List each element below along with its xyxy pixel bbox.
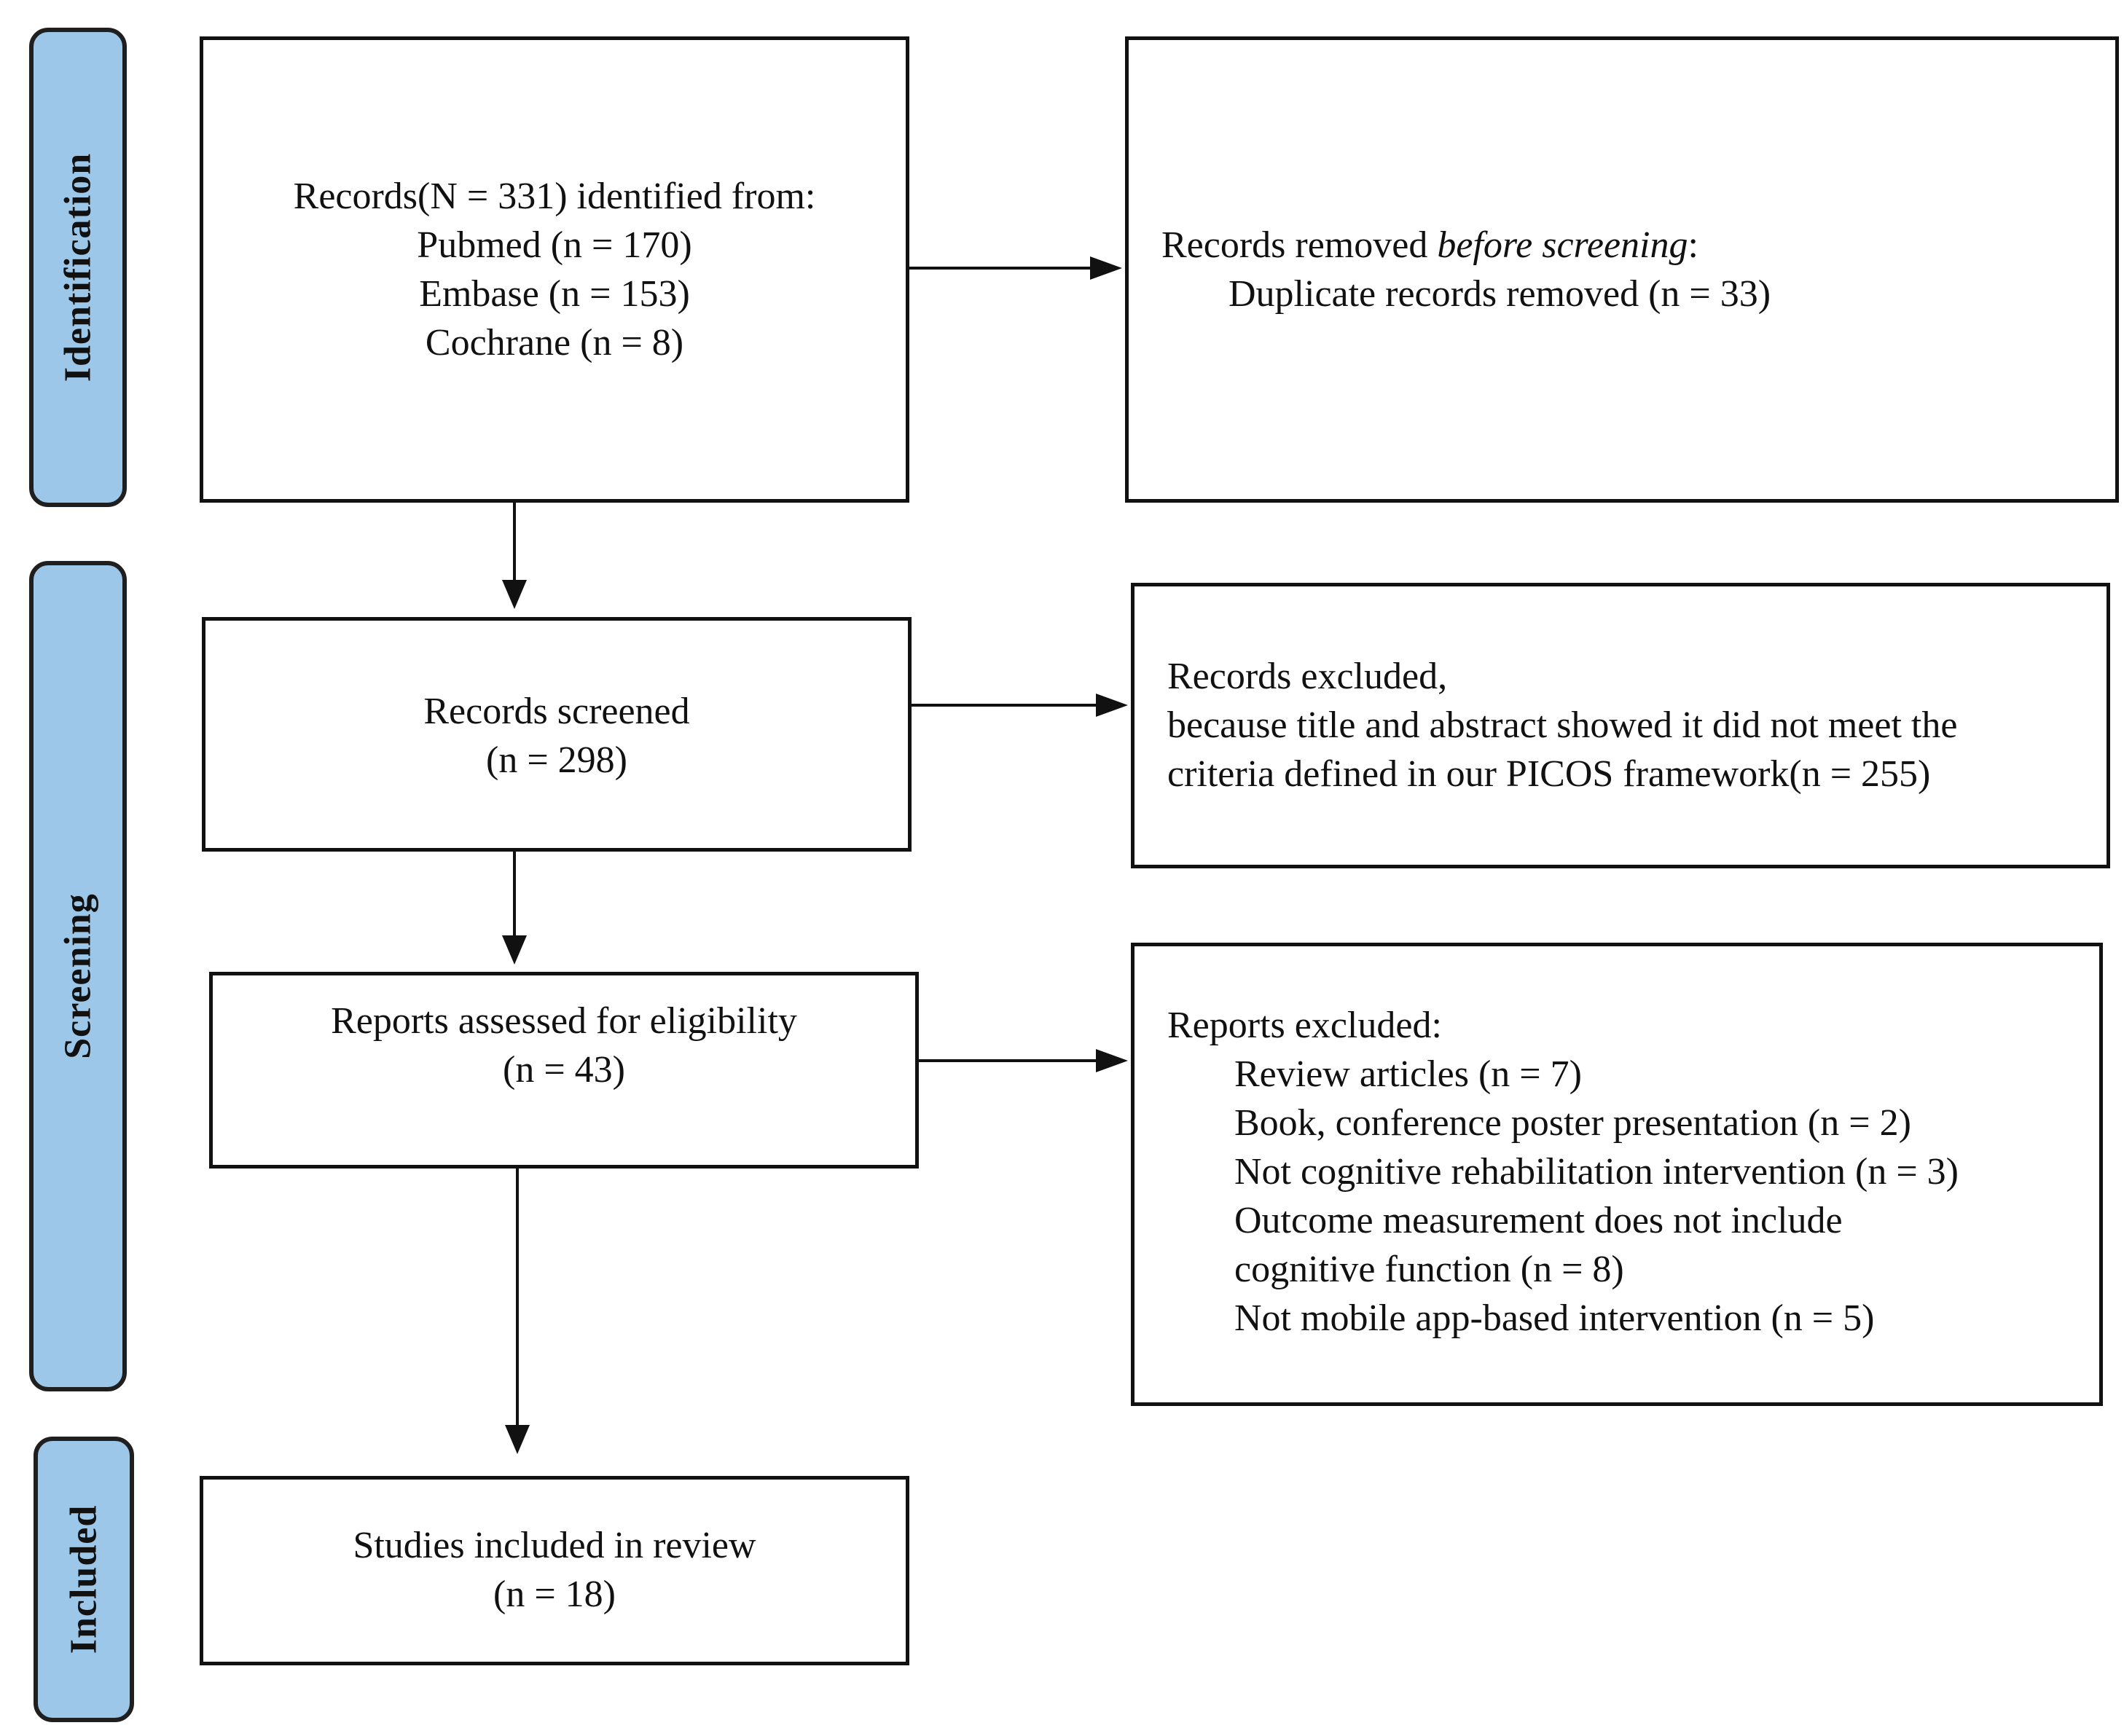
duplicates-removed: Duplicate records removed (n = 33) [1228, 273, 1771, 315]
studies-included-text: Studies included in review (n = 18) [200, 1521, 909, 1619]
reports-excluded-item: Not mobile app-based intervention (n = 5… [1234, 1297, 1875, 1339]
reports-excluded-item: Book, conference poster presentation (n … [1234, 1102, 1911, 1144]
records-screened-label: Records screened [423, 691, 690, 732]
arrowhead-right [1096, 694, 1128, 717]
reports-excluded-item: Outcome measurement does not include [1234, 1200, 1843, 1241]
records-screened-text: Records screened (n = 298) [202, 687, 912, 785]
reports-excluded-box [1131, 943, 2103, 1406]
studies-included-box [200, 1476, 909, 1665]
reports-excluded-text: Reports excluded: Review articles (n = 7… [1167, 1001, 1959, 1343]
source-cochrane: Cochrane (n = 8) [425, 322, 684, 364]
phase-included: Included [34, 1437, 134, 1722]
records-excluded-box [1131, 583, 2110, 868]
records-excluded-line: criteria defined in our PICOS framework(… [1167, 753, 1931, 795]
studies-included-count: (n = 18) [493, 1574, 616, 1615]
arrowhead-down [502, 935, 527, 965]
records-excluded-line: Records excluded, [1167, 656, 1448, 697]
before-screening-emphasis: before screening [1437, 224, 1688, 266]
reports-excluded-item: Not cognitive rehabilitation interventio… [1234, 1151, 1959, 1193]
records-screened-count: (n = 298) [486, 739, 627, 781]
records-removed-text: Records removed before screening: Duplic… [1161, 221, 1771, 318]
records-identified-heading: Records(N = 331) identified from: [293, 176, 816, 217]
source-embase: Embase (n = 153) [419, 273, 690, 315]
records-identified-text: Records(N = 331) identified from: Pubmed… [200, 172, 909, 367]
reports-excluded-item: Review articles (n = 7) [1234, 1053, 1582, 1095]
arrowhead-right [1090, 256, 1122, 280]
reports-assessed-count: (n = 43) [503, 1049, 625, 1091]
phase-identification: Identification [29, 28, 127, 507]
records-removed-box [1125, 36, 2119, 503]
reports-assessed-text: Reports assessed for eligibility (n = 43… [209, 997, 919, 1094]
records-screened-box [202, 617, 912, 852]
studies-included-label: Studies included in review [353, 1525, 756, 1566]
reports-assessed-label: Reports assessed for eligibility [331, 1000, 797, 1042]
records-identified-box [200, 36, 909, 503]
reports-excluded-heading: Reports excluded: [1167, 1005, 1442, 1046]
arrowhead-down [502, 580, 527, 609]
arrowhead-right [1096, 1049, 1128, 1072]
phase-screening: Screening [29, 561, 127, 1391]
arrowhead-down [505, 1425, 530, 1454]
records-removed-heading: Records removed before screening: [1161, 224, 1698, 266]
reports-excluded-item: cognitive function (n = 8) [1234, 1249, 1624, 1290]
source-pubmed: Pubmed (n = 170) [417, 224, 692, 266]
records-excluded-line: because title and abstract showed it did… [1167, 704, 1958, 746]
records-excluded-text: Records excluded, because title and abst… [1167, 652, 1957, 798]
reports-assessed-box [209, 972, 919, 1169]
